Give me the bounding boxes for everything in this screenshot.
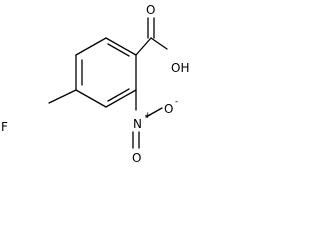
carboxylic-acid-group: O OH	[135, 3, 189, 75]
nitro-oxygen-top-bond	[145, 107, 163, 118]
nitro-oxygen-top-label: O	[164, 102, 173, 116]
carboxyl-carbon-bond	[135, 37, 152, 56]
ring-bond-1	[75, 37, 107, 56]
hydroxyl-bond	[150, 37, 168, 50]
ring-double-bond-top	[107, 43, 130, 57]
nitro-oxygen-bottom-label: O	[132, 151, 141, 165]
ring-double-bond-bottom	[107, 88, 130, 102]
ring-bond-5	[75, 89, 107, 108]
ring-bond-4	[105, 89, 137, 108]
chemical-structure: O OH F N + O - O	[1, 3, 189, 165]
nitro-nitrogen-label: N	[133, 117, 142, 131]
nitro-minus-charge: -	[175, 97, 178, 107]
ring-bond-2	[105, 37, 137, 56]
fluorine-substituent: F	[1, 89, 77, 134]
nitro-group: N + O - O	[132, 89, 178, 165]
fluorine-label: F	[1, 120, 8, 134]
carbonyl-oxygen-label: O	[146, 3, 155, 17]
hydroxyl-label: OH	[171, 61, 189, 75]
benzene-ring	[75, 37, 137, 108]
fluorine-bond	[48, 89, 77, 104]
